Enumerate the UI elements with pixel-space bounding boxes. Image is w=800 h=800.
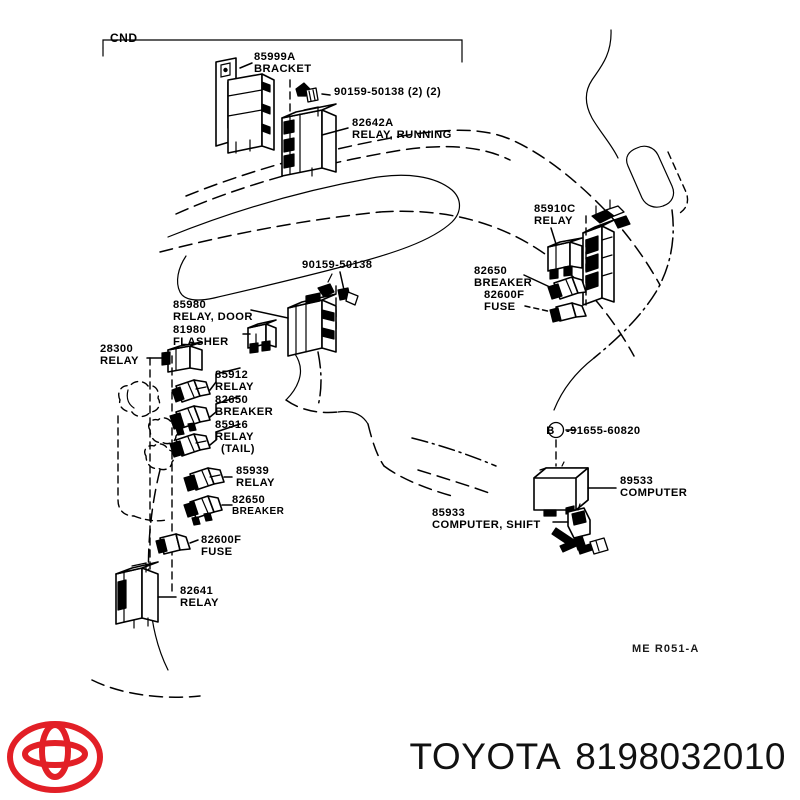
toyota-emblem <box>0 714 110 800</box>
label-28300-desc: RELAY <box>100 355 139 367</box>
label-82650-left2-desc: BREAKER <box>232 506 285 517</box>
label-91655-number: -91655-60820 <box>566 425 640 437</box>
part-bolt-90159-top <box>289 79 319 149</box>
group-label-cnd: CND <box>110 31 138 45</box>
part-fuse-82600f-left <box>155 533 191 555</box>
junction-block-right <box>582 199 631 306</box>
label-82650-left-desc: BREAKER <box>215 406 273 418</box>
part-screw-91655 <box>547 421 565 467</box>
part-relay-block-center <box>287 273 337 357</box>
label-82600f-right-number: 82600F <box>484 289 524 301</box>
label-82650-left-number: 82650 <box>215 394 248 406</box>
part-flasher-81980 <box>247 319 277 354</box>
label-28300-number: 28300 <box>100 343 133 355</box>
part-bracket-85999a <box>215 57 275 154</box>
part-relay-82641 <box>115 561 159 629</box>
label-82600f-left-number: 82600F <box>201 534 241 546</box>
group-bracket-cnd <box>102 39 463 63</box>
label-85980-number: 85980 <box>173 299 206 311</box>
label-85939-number: 85939 <box>236 465 269 477</box>
label-82650-right-desc: BREAKER <box>474 277 532 289</box>
footer-brand: TOYOTA <box>409 736 562 777</box>
footer-caption: TOYOTA 8198032010 <box>110 736 800 778</box>
label-85933-number: 85933 <box>432 507 465 519</box>
part-relay-82642a <box>281 103 337 177</box>
label-85910c-desc: RELAY <box>534 215 573 227</box>
label-90159-mid: 90159-50138 <box>302 259 372 271</box>
label-81980-desc: FLASHER <box>173 336 229 348</box>
label-85933-desc: COMPUTER, SHIFT <box>432 519 541 531</box>
footer-bar: TOYOTA 8198032010 <box>0 714 800 800</box>
label-90159-top: 90159-50138 (2) (2) <box>334 86 441 98</box>
sheet-code: ME R051-A <box>632 643 699 655</box>
label-89533-desc: COMPUTER <box>620 487 687 499</box>
callout-labels: CND 85999A BRACKET 90159-50138 (2) (2) 8… <box>100 31 699 655</box>
label-89533-number: 89533 <box>620 475 653 487</box>
part-relay-28300 <box>161 341 203 373</box>
label-85939-desc: RELAY <box>236 477 275 489</box>
label-85912-number: 85912 <box>215 369 248 381</box>
part-computer-85933 <box>551 503 609 555</box>
part-relay-85912 <box>171 379 211 403</box>
label-82650-left2-number: 82650 <box>232 494 265 506</box>
label-91655-badge: B <box>546 425 554 437</box>
label-82650-right-number: 82650 <box>474 265 507 277</box>
part-relay-85916 <box>169 433 211 458</box>
part-relay-85939 <box>183 467 225 492</box>
part-relay-85910c <box>547 237 583 280</box>
part-computer-89533 <box>533 461 589 517</box>
label-82642a-number: 82642A <box>352 117 394 129</box>
label-85916-desc: RELAY <box>215 431 254 443</box>
label-82642a-desc: RELAY, RUNNING <box>352 129 452 141</box>
part-fuse-82600f-right <box>549 302 587 323</box>
part-breaker-82650-right <box>547 276 587 300</box>
label-82641-number: 82641 <box>180 585 213 597</box>
part-bolt-90159-mid <box>335 285 359 331</box>
leader-lines <box>146 62 617 598</box>
part-breaker-82650-left <box>169 405 211 436</box>
label-85912-desc: RELAY <box>215 381 254 393</box>
label-82641-desc: RELAY <box>180 597 219 609</box>
junction-block-outline-left <box>117 355 179 601</box>
label-81980-number: 81980 <box>173 324 206 336</box>
label-85980-desc: RELAY, DOOR <box>173 311 253 323</box>
label-85916-desc2: (TAIL) <box>221 443 255 455</box>
footer-part-number: 8198032010 <box>575 736 786 777</box>
label-85916-number: 85916 <box>215 419 248 431</box>
part-breaker-82650-left2 <box>183 495 223 526</box>
label-85999a-number: 85999A <box>254 51 296 63</box>
label-82600f-right-desc: FUSE <box>484 301 516 313</box>
label-82600f-left-desc: FUSE <box>201 546 233 558</box>
label-85999a-desc: BRACKET <box>254 63 312 75</box>
label-85910c-number: 85910C <box>534 203 576 215</box>
